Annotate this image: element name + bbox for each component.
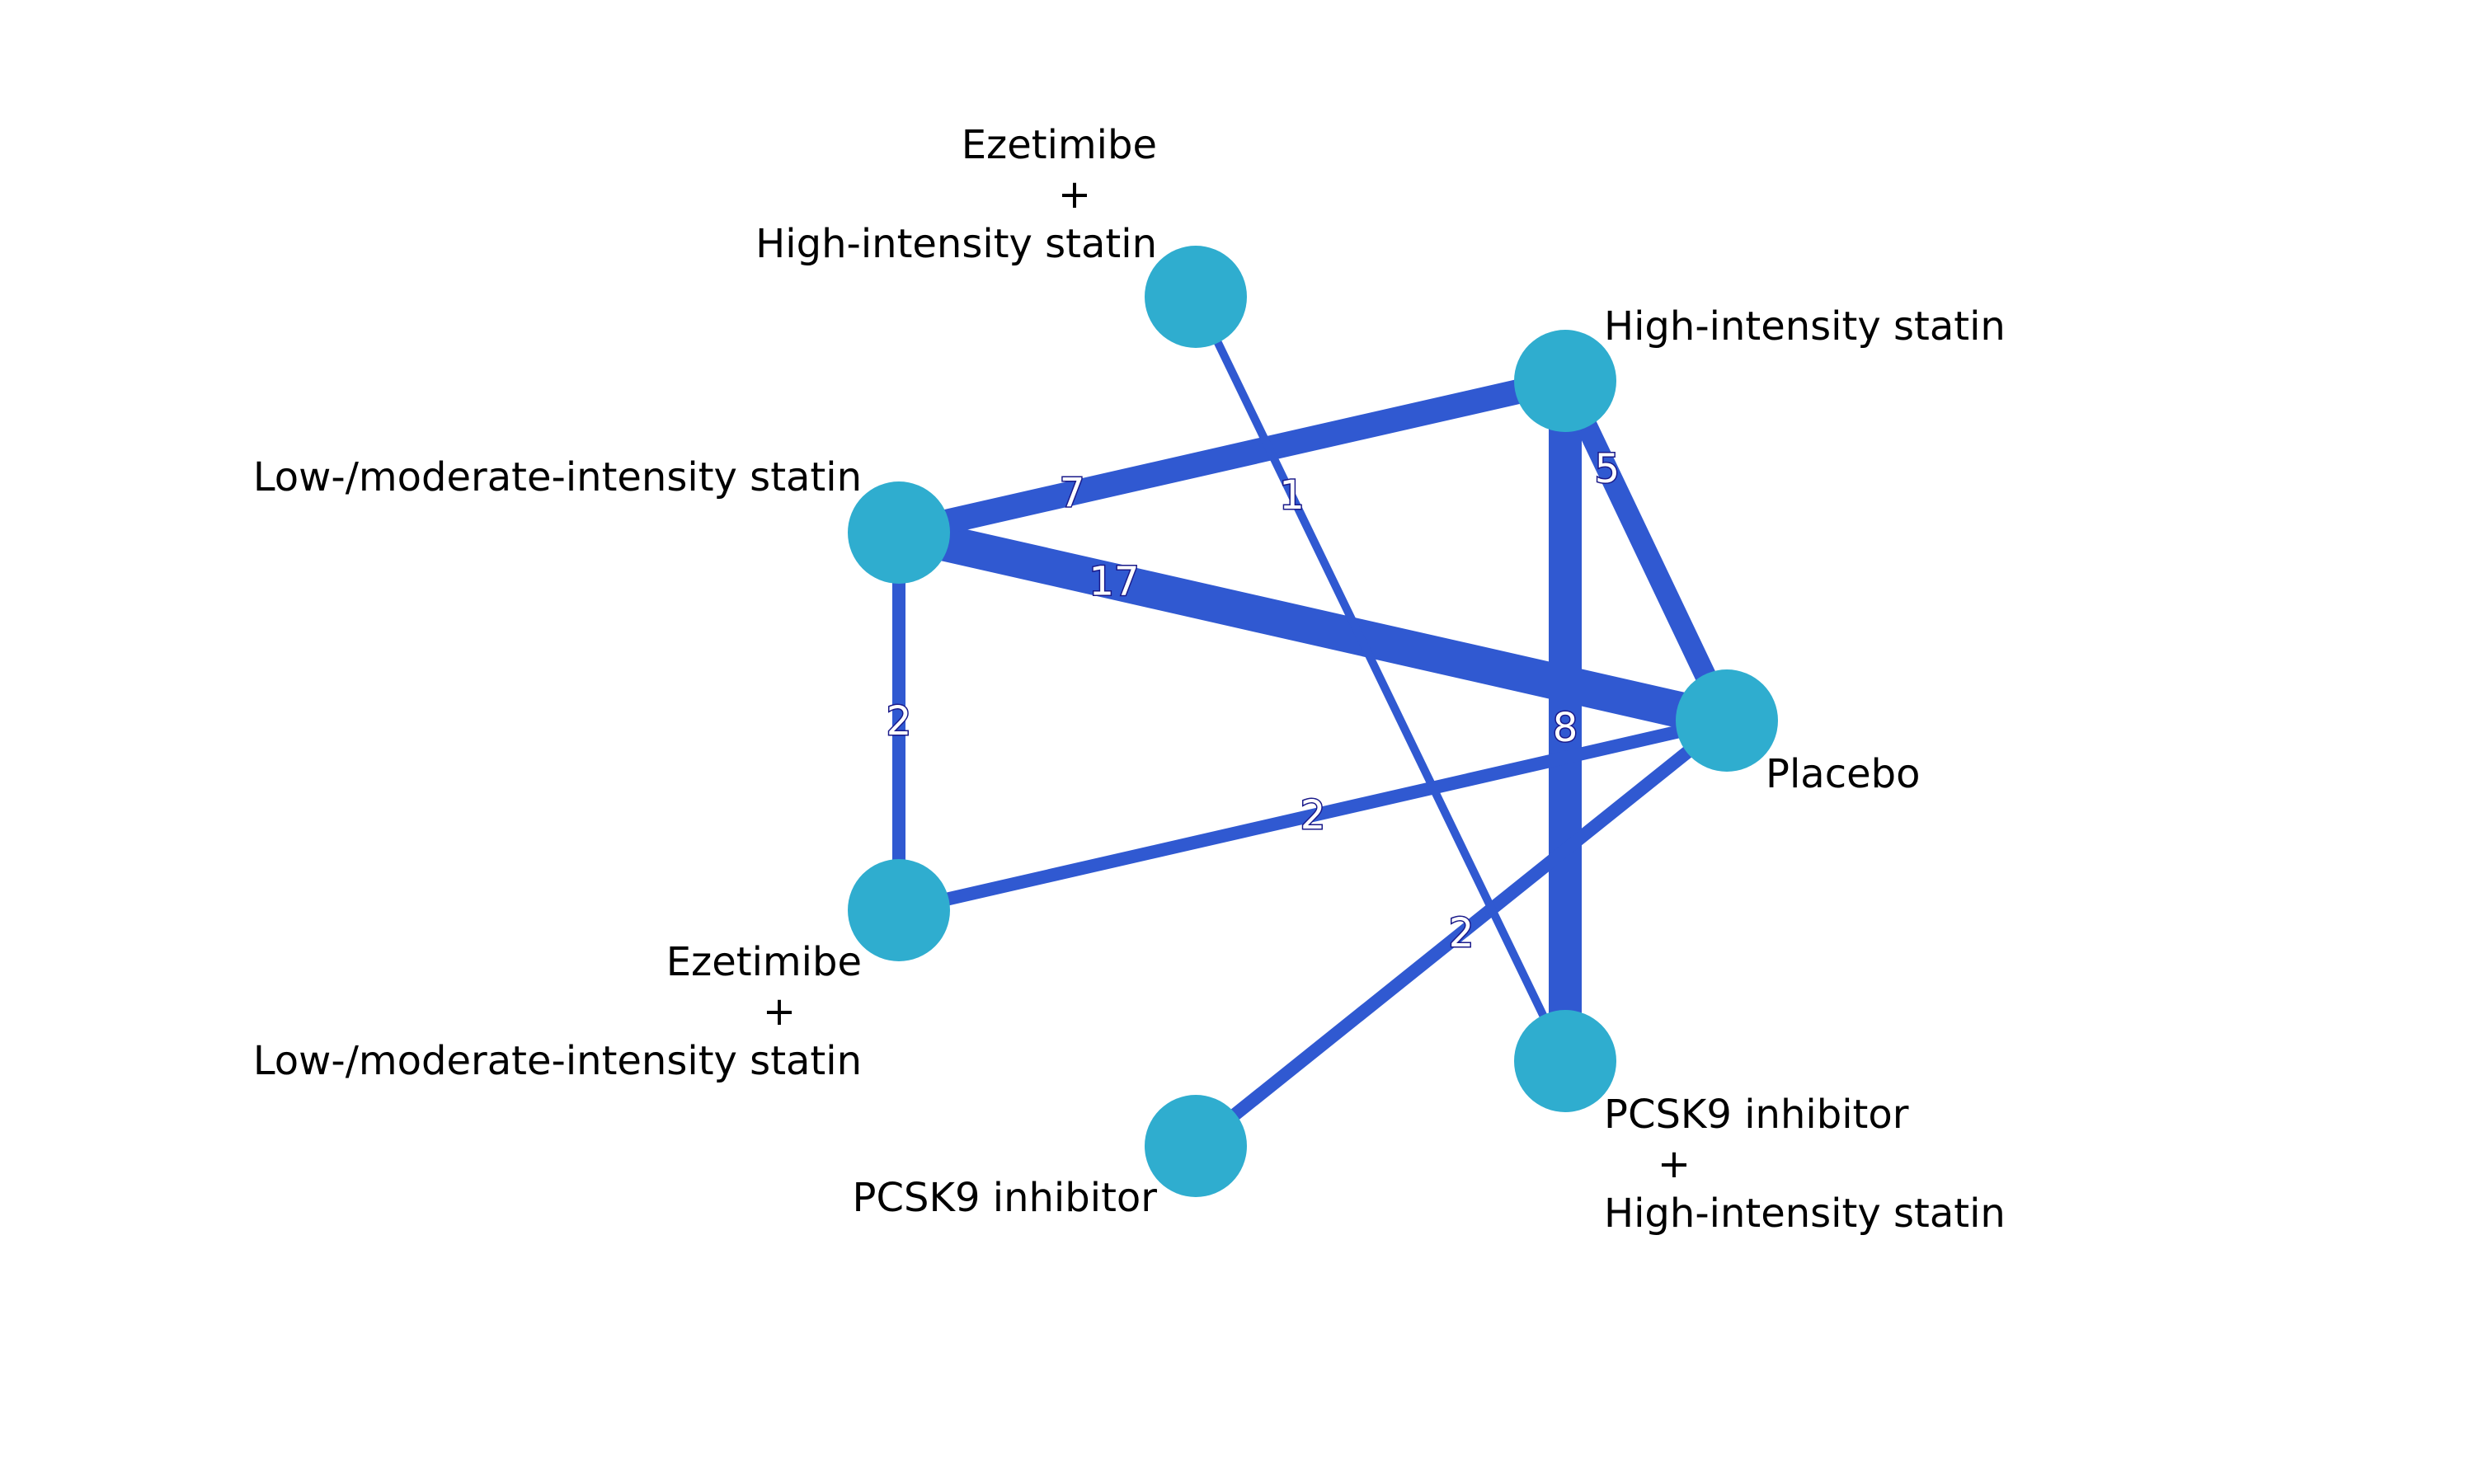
edge-label-ezel-plac: 2 (1300, 792, 1326, 838)
node-label-low-line-0: Low-/moderate-intensity statin (253, 454, 862, 500)
node-label-pcsk-line-0: PCSK9 inhibitor (853, 1175, 1158, 1221)
edge-label-hi-pcskh: 8 (1553, 705, 1578, 751)
edge-ezel-plac (897, 714, 1729, 917)
edge-label-low-plac: 17 (1089, 558, 1140, 604)
edge-ezeh-pcskh (1192, 294, 1569, 1064)
node-pcskh (1514, 1010, 1616, 1112)
node-label-ezeh-line-1: + (1058, 171, 1091, 218)
node-pcsk (1145, 1095, 1247, 1197)
edge-label-pcsk-plac: 2 (1449, 910, 1475, 956)
node-label-ezeh-line-2: High-intensity statin (755, 221, 1157, 267)
nodes-layer (848, 246, 1778, 1197)
edges-layer (892, 294, 1737, 1152)
edge-label-low-ezel: 2 (887, 698, 912, 744)
edge-low-plac (895, 514, 1731, 739)
node-label-pcskh-line-1: + (1658, 1141, 1691, 1187)
node-label-pcskh-line-2: High-intensity statin (1604, 1190, 2006, 1237)
edge-hi-plac (1555, 376, 1737, 726)
node-ezeh (1145, 246, 1247, 348)
node-label-plac-line-0: Placebo (1766, 751, 1920, 797)
edge-label-low-hi: 7 (1060, 470, 1085, 516)
node-labels-layer: Ezetimibe+High-intensity statinHigh-inte… (253, 122, 2006, 1237)
edge-low-hi (896, 369, 1569, 545)
node-plac (1676, 669, 1778, 772)
node-label-pcskh-line-0: PCSK9 inhibitor (1604, 1092, 1909, 1138)
node-label-ezel-line-0: Ezetimibe (666, 939, 862, 985)
edge-labels-layer: 17 8 7 5 2 2 2 1 (885, 445, 1621, 958)
node-label-hi-line-0: High-intensity statin (1604, 303, 2006, 350)
node-ezel (848, 859, 950, 961)
node-label-ezel-line-1: + (763, 989, 796, 1035)
node-label-ezeh-line-0: Ezetimibe (962, 122, 1157, 168)
edge-label-hi-plac: 5 (1595, 446, 1620, 492)
node-hi (1514, 330, 1616, 432)
node-label-ezel-line-2: Low-/moderate-intensity statin (253, 1038, 862, 1084)
edge-pcsk-plac (1191, 715, 1732, 1152)
node-low (848, 481, 950, 584)
edge-label-ezeh-pcskh: 1 (1279, 472, 1305, 519)
